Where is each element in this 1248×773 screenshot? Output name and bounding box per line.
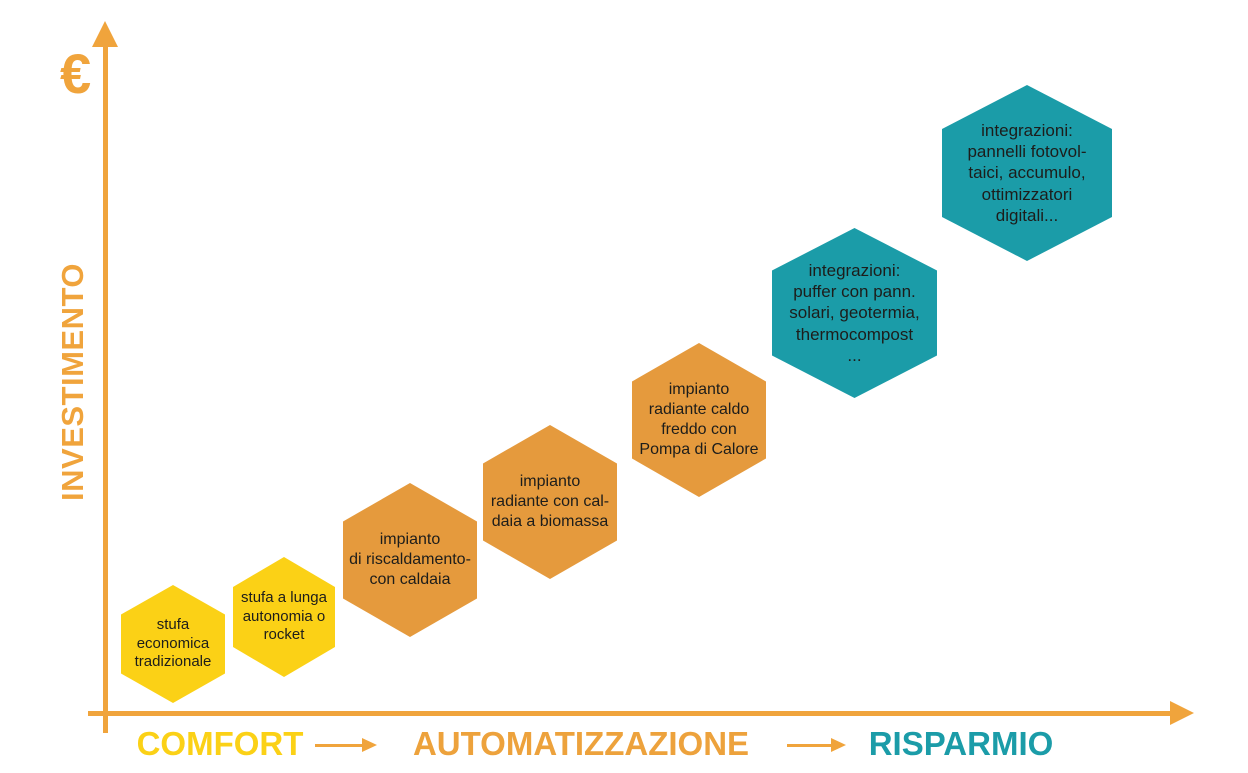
hexagon-stufa-lunga-autonomia-rocket: stufa a lunga autonomia o rocket xyxy=(233,557,335,677)
arrow-comfort-to-automatizzazione-head-icon xyxy=(362,738,377,752)
x-axis-line xyxy=(88,711,1174,716)
hexagon-label: impianto radiante con cal- daia a biomas… xyxy=(490,473,610,530)
y-axis-label: INVESTIMENTO xyxy=(55,263,90,501)
arrow-comfort-to-automatizzazione xyxy=(315,744,363,747)
y-axis-line xyxy=(103,38,108,733)
arrow-automatizzazione-to-risparmio xyxy=(787,744,832,747)
hexagon-stufa-economica-tradizionale: stufa economica tradizionale xyxy=(121,585,225,703)
x-label-automatizzazione: AUTOMATIZZAZIONE xyxy=(412,725,750,762)
hexagon-label: stufa economica tradizionale xyxy=(134,615,212,671)
x-label-comfort: COMFORT xyxy=(136,725,304,762)
x-label-risparmio: RISPARMIO xyxy=(868,725,1054,762)
hexagon-label: impianto di riscaldamento- con caldaia xyxy=(349,531,471,588)
hexagon-integrazioni-fotovoltaico: integrazioni: pannelli fotovol- taici, a… xyxy=(942,85,1112,261)
euro-symbol: € xyxy=(60,42,92,105)
hexagon-label: impianto radiante caldo freddo con Pompa… xyxy=(639,381,759,458)
hexagon-impianto-radiante-pompa-calore: impianto radiante caldo freddo con Pompa… xyxy=(632,343,766,497)
hexagon-label: integrazioni: pannelli fotovol- taici, a… xyxy=(967,120,1087,225)
hexagon-label: integrazioni: puffer con pann. solari, g… xyxy=(789,260,920,365)
hexagon-integrazioni-puffer-geotermia: integrazioni: puffer con pann. solari, g… xyxy=(772,228,937,398)
hexagon-label: stufa a lunga autonomia o rocket xyxy=(241,588,327,644)
x-axis-arrowhead-icon xyxy=(1170,701,1194,725)
arrow-automatizzazione-to-risparmio-head-icon xyxy=(831,738,846,752)
hexagon-impianto-radiante-biomassa: impianto radiante con cal- daia a biomas… xyxy=(483,425,617,579)
y-axis-arrowhead-icon xyxy=(92,21,118,47)
hexagon-impianto-riscaldamento-caldaia: impianto di riscaldamento- con caldaia xyxy=(343,483,477,637)
